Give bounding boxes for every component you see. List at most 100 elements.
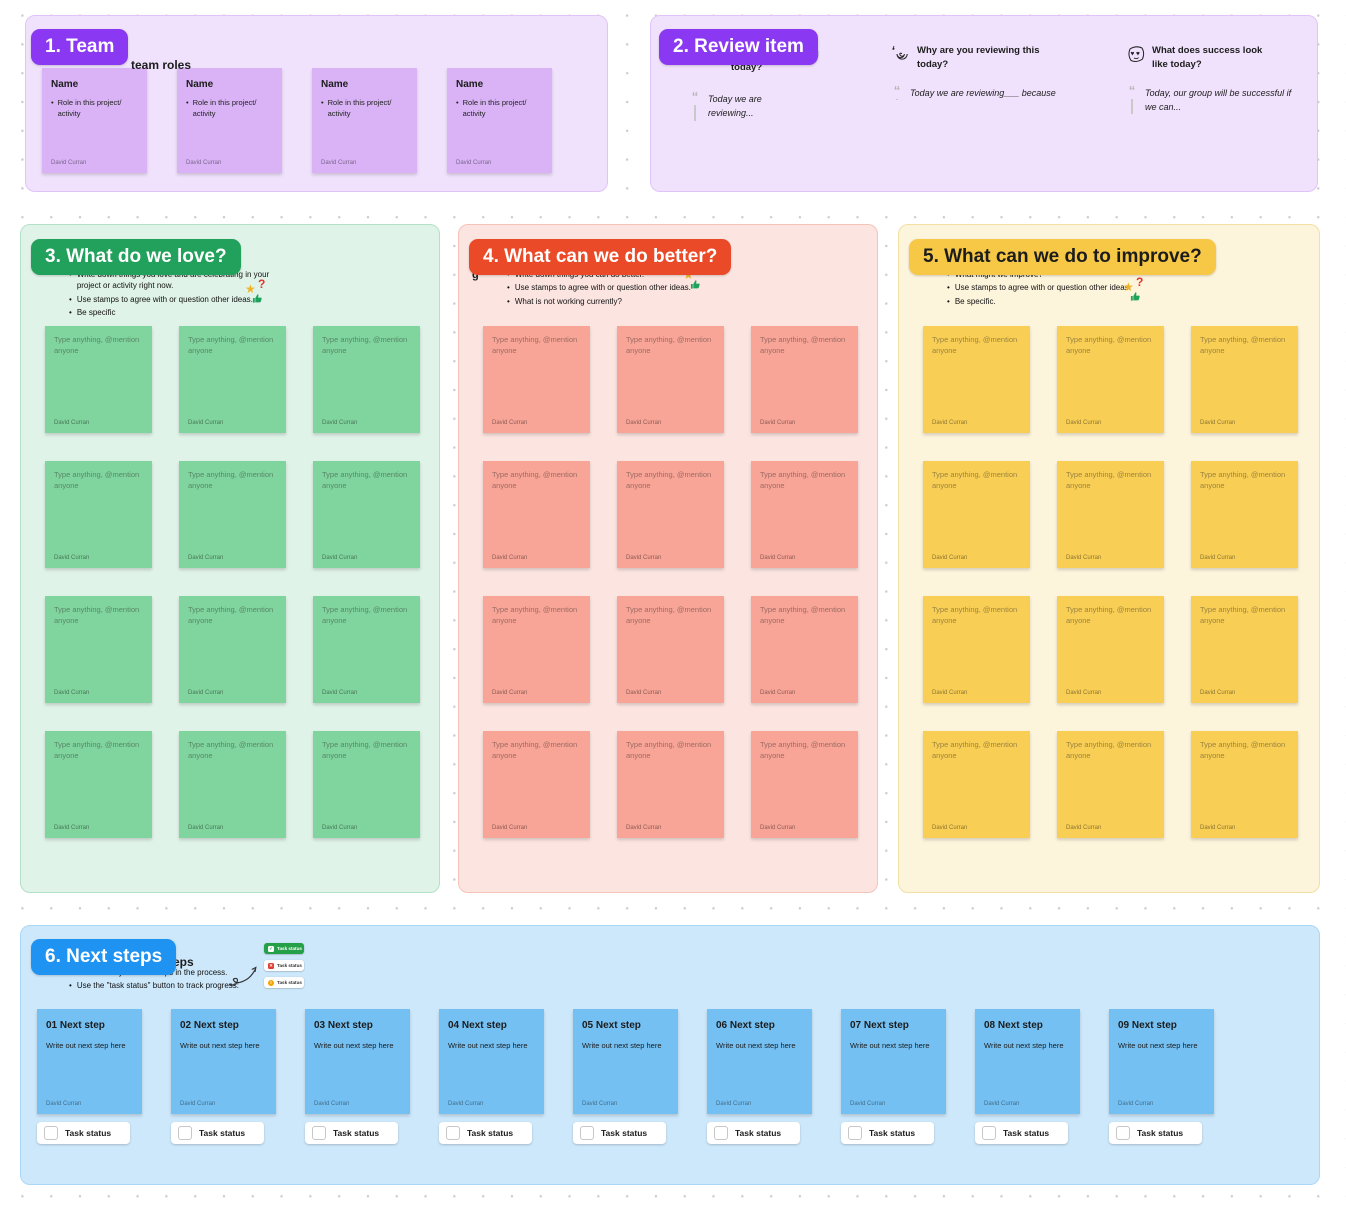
next-heading-fragment: eps: [173, 955, 194, 969]
quote-text: Today we are reviewing___ because: [910, 87, 1056, 98]
task-status-button[interactable]: Task status: [1109, 1122, 1202, 1144]
card-title: 05 Next step: [582, 1020, 641, 1031]
sticky-note[interactable]: Type anything, @mention anyone David Cur…: [483, 461, 590, 568]
sticky-placeholder: Type anything, @mention anyone: [322, 740, 408, 760]
task-status-label: Task status: [199, 1128, 246, 1138]
checkbox-icon[interactable]: [178, 1126, 192, 1140]
next-step-card[interactable]: 08 Next step Write out next step here Da…: [975, 1009, 1080, 1114]
sticky-note[interactable]: Type anything, @mention anyone David Cur…: [617, 731, 724, 838]
bullet-text: Role in this project/ activity: [57, 98, 122, 118]
sticky-note[interactable]: Type anything, @mention anyone David Cur…: [45, 731, 152, 838]
sticky-author: David Curran: [188, 690, 224, 696]
next-step-card[interactable]: 07 Next step Write out next step here Da…: [841, 1009, 946, 1114]
sticky-note[interactable]: Type anything, @mention anyone David Cur…: [45, 461, 152, 568]
task-status-button[interactable]: Task status: [573, 1122, 666, 1144]
task-status-button[interactable]: Task status: [37, 1122, 130, 1144]
review-quote-block: “ Today, our group will be successful if…: [1126, 83, 1321, 115]
sticky-note[interactable]: Type anything, @mention anyone David Cur…: [617, 461, 724, 568]
badge-better[interactable]: 4. What can we do better?: [469, 239, 732, 275]
card-author: David Curran: [46, 1101, 82, 1107]
bullet-text: Use stamps to agree with or question oth…: [76, 294, 253, 304]
next-step-card[interactable]: 02 Next step Write out next step here Da…: [171, 1009, 276, 1114]
quote-icon: “: [893, 82, 901, 98]
task-status-button[interactable]: Task status: [975, 1122, 1068, 1144]
sticky-note[interactable]: Type anything, @mention anyone David Cur…: [1191, 461, 1298, 568]
sticky-note[interactable]: Type anything, @mention anyone David Cur…: [923, 461, 1030, 568]
task-status-button[interactable]: Task status: [707, 1122, 800, 1144]
card-body: Write out next step here: [1118, 1041, 1198, 1050]
sticky-note[interactable]: Type anything, @mention anyone David Cur…: [617, 326, 724, 433]
checkbox-icon[interactable]: [580, 1126, 594, 1140]
sticky-note[interactable]: Type anything, @mention anyone David Cur…: [751, 461, 858, 568]
badge-next-steps[interactable]: 6. Next steps: [31, 939, 177, 975]
next-step-card[interactable]: 04 Next step Write out next step here Da…: [439, 1009, 544, 1114]
sticky-note[interactable]: Type anything, @mention anyone David Cur…: [313, 731, 420, 838]
sticky-note[interactable]: Type anything, @mention anyone David Cur…: [179, 731, 286, 838]
sticky-note[interactable]: Type anything, @mention anyone David Cur…: [1057, 731, 1164, 838]
checkbox-icon[interactable]: [44, 1126, 58, 1140]
sticky-note[interactable]: Type anything, @mention anyone David Cur…: [617, 596, 724, 703]
sticky-note[interactable]: Type anything, @mention anyone David Cur…: [1191, 326, 1298, 433]
sticky-note[interactable]: Type anything, @mention anyone David Cur…: [179, 461, 286, 568]
sticky-note[interactable]: Type anything, @mention anyone David Cur…: [1191, 596, 1298, 703]
section-love: 3. What do we love? •Write down things y…: [20, 224, 440, 893]
sticky-note[interactable]: Type anything, @mention anyone David Cur…: [483, 326, 590, 433]
section-review-item: 2. Review item g today? “ Today we are r…: [650, 15, 1318, 192]
sticky-note[interactable]: Name • Role in this project/ activity Da…: [42, 68, 147, 173]
sticky-note[interactable]: Type anything, @mention anyone David Cur…: [923, 326, 1030, 433]
task-status-done-button[interactable]: ✓ Task status: [264, 943, 304, 954]
badge-improve[interactable]: 5. What can we do to improve?: [909, 239, 1216, 275]
sticky-note[interactable]: Type anything, @mention anyone David Cur…: [179, 326, 286, 433]
checkbox-icon[interactable]: [446, 1126, 460, 1140]
sticky-note[interactable]: Type anything, @mention anyone David Cur…: [1057, 461, 1164, 568]
sticky-note[interactable]: Type anything, @mention anyone David Cur…: [751, 596, 858, 703]
task-status-button[interactable]: Task status: [439, 1122, 532, 1144]
sticky-note[interactable]: Type anything, @mention anyone David Cur…: [1057, 326, 1164, 433]
sticky-note[interactable]: Type anything, @mention anyone David Cur…: [751, 326, 858, 433]
sticky-bullet: • Role in this project/ activity: [177, 90, 282, 120]
task-status-label: Task status: [467, 1128, 514, 1138]
sticky-note[interactable]: Type anything, @mention anyone David Cur…: [313, 326, 420, 433]
checkbox-icon[interactable]: [714, 1126, 728, 1140]
checkbox-icon[interactable]: [312, 1126, 326, 1140]
sticky-note[interactable]: Type anything, @mention anyone David Cur…: [45, 596, 152, 703]
badge-love[interactable]: 3. What do we love?: [31, 239, 241, 275]
bullet-dot: •: [69, 294, 72, 304]
checkbox-icon[interactable]: [1116, 1126, 1130, 1140]
sticky-placeholder: Type anything, @mention anyone: [1066, 740, 1152, 760]
task-status-button[interactable]: Task status: [841, 1122, 934, 1144]
next-step-card[interactable]: 05 Next step Write out next step here Da…: [573, 1009, 678, 1114]
sticky-author: David Curran: [626, 825, 662, 831]
sticky-note[interactable]: Type anything, @mention anyone David Cur…: [751, 731, 858, 838]
next-step-card[interactable]: 01 Next step Write out next step here Da…: [37, 1009, 142, 1114]
sticky-note[interactable]: Type anything, @mention anyone David Cur…: [923, 596, 1030, 703]
sticky-note[interactable]: Type anything, @mention anyone David Cur…: [483, 731, 590, 838]
checkbox-icon[interactable]: [982, 1126, 996, 1140]
task-status-button[interactable]: Task status: [171, 1122, 264, 1144]
sticky-note[interactable]: Type anything, @mention anyone David Cur…: [1057, 596, 1164, 703]
sticky-note[interactable]: Name • Role in this project/ activity Da…: [177, 68, 282, 173]
badge-team[interactable]: 1. Team: [31, 29, 129, 65]
sticky-note[interactable]: Type anything, @mention anyone David Cur…: [923, 731, 1030, 838]
next-step-card[interactable]: 03 Next step Write out next step here Da…: [305, 1009, 410, 1114]
check-icon: ✓: [268, 945, 274, 952]
next-step-card[interactable]: 09 Next step Write out next step here Da…: [1109, 1009, 1214, 1114]
sticky-note[interactable]: Type anything, @mention anyone David Cur…: [313, 461, 420, 568]
sticky-note[interactable]: Name • Role in this project/ activity Da…: [447, 68, 552, 173]
task-status-warning-button[interactable]: ! Task status: [264, 977, 304, 988]
sticky-note[interactable]: Type anything, @mention anyone David Cur…: [179, 596, 286, 703]
sticky-note[interactable]: Type anything, @mention anyone David Cur…: [45, 326, 152, 433]
sticky-note[interactable]: Type anything, @mention anyone David Cur…: [1191, 731, 1298, 838]
sticky-note[interactable]: Type anything, @mention anyone David Cur…: [483, 596, 590, 703]
svg-text:♥: ♥: [1131, 51, 1135, 58]
sticky-note[interactable]: Name • Role in this project/ activity Da…: [312, 68, 417, 173]
task-status-fail-button[interactable]: ✕ Task status: [264, 960, 304, 971]
sticky-title: Name: [51, 79, 79, 90]
badge-review-item[interactable]: 2. Review item: [659, 29, 818, 65]
next-step-card[interactable]: 06 Next step Write out next step here Da…: [707, 1009, 812, 1114]
sticky-note[interactable]: Type anything, @mention anyone David Cur…: [313, 596, 420, 703]
checkbox-icon[interactable]: [848, 1126, 862, 1140]
task-status-button[interactable]: Task status: [305, 1122, 398, 1144]
bullet-text: Use stamps to agree with or question oth…: [954, 283, 1131, 293]
